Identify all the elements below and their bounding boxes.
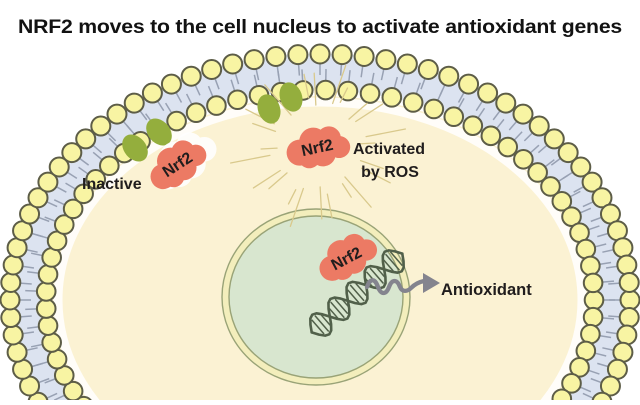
lipid-head	[8, 343, 27, 362]
lipid-head	[464, 116, 483, 135]
lipid-head	[333, 45, 352, 64]
lipid-head	[584, 308, 603, 327]
lipid-tail	[341, 64, 342, 76]
lipid-head	[339, 82, 358, 101]
lipid-tail	[608, 316, 620, 317]
lipid-head	[617, 255, 636, 274]
lipid-tail	[20, 316, 32, 317]
lipid-head	[584, 274, 603, 293]
lipid-head	[620, 308, 639, 327]
lipid-head	[581, 257, 600, 276]
lipid-head	[143, 84, 162, 103]
lipid-head	[162, 75, 181, 94]
lipid-head	[439, 67, 458, 86]
lipid-head	[1, 291, 20, 310]
lipid-head	[4, 255, 23, 274]
lipid-head	[37, 299, 56, 318]
lipid-head	[4, 326, 23, 345]
lipid-tail	[602, 318, 614, 319]
lipid-head	[39, 316, 58, 335]
lipid-head	[459, 75, 478, 94]
lipid-head	[482, 127, 501, 146]
nucleus	[222, 209, 410, 385]
lipid-head	[620, 273, 639, 292]
lipid-head	[228, 90, 247, 109]
lipid-head	[355, 47, 374, 66]
lipid-head	[91, 117, 110, 136]
lipid-head	[585, 291, 604, 310]
lipid-head	[621, 291, 640, 310]
lipid-head	[1, 273, 20, 292]
lipid-head	[167, 112, 186, 131]
lipid-head	[498, 138, 517, 157]
activated-label-line2: by ROS	[361, 164, 419, 181]
activated-label-line1: Activated	[353, 141, 425, 158]
lipid-head	[376, 50, 395, 69]
lipid-head	[245, 50, 264, 69]
lipid-head	[496, 94, 515, 113]
lipid-tail	[299, 64, 300, 76]
page-title: NRF2 moves to the cell nucleus to activa…	[18, 16, 622, 38]
lipid-tail	[20, 283, 32, 284]
lipid-head	[361, 84, 380, 103]
lipid-head	[1, 308, 20, 327]
lipid-head	[311, 45, 330, 64]
lipid-head	[316, 81, 335, 100]
lipid-head	[202, 60, 221, 79]
lipid-head	[553, 389, 572, 400]
lipid-head	[100, 156, 119, 175]
lipid-head	[577, 240, 596, 259]
lipid-head	[207, 96, 226, 115]
lipid-head	[187, 103, 206, 122]
lipid-head	[107, 105, 126, 124]
lipid-tail	[302, 69, 303, 81]
lipid-head	[125, 94, 144, 113]
lipid-head	[182, 67, 201, 86]
lipid-head	[39, 265, 58, 284]
lipid-head	[398, 54, 417, 73]
lipid-head	[613, 238, 632, 257]
inactive-label: Inactive	[82, 176, 142, 193]
lipid-head	[419, 60, 438, 79]
lipid-head	[266, 47, 285, 66]
lipid-head	[42, 333, 61, 352]
ros-ray-line	[261, 148, 277, 149]
lipid-head	[223, 54, 242, 73]
lipid-tail	[602, 281, 614, 282]
lipid-head	[288, 45, 307, 64]
lipid-head	[383, 88, 402, 107]
lipid-head	[478, 84, 497, 103]
lipid-head	[37, 282, 56, 301]
lipid-head	[581, 325, 600, 344]
lipid-tail	[608, 283, 620, 284]
lipid-head	[514, 105, 533, 124]
nucleus-interior	[229, 216, 403, 378]
lipid-head	[444, 107, 463, 126]
lipid-head	[404, 93, 423, 112]
lipid-head	[617, 326, 636, 345]
antioxidant-label: Antioxidant	[441, 281, 532, 299]
lipid-head	[425, 100, 444, 119]
